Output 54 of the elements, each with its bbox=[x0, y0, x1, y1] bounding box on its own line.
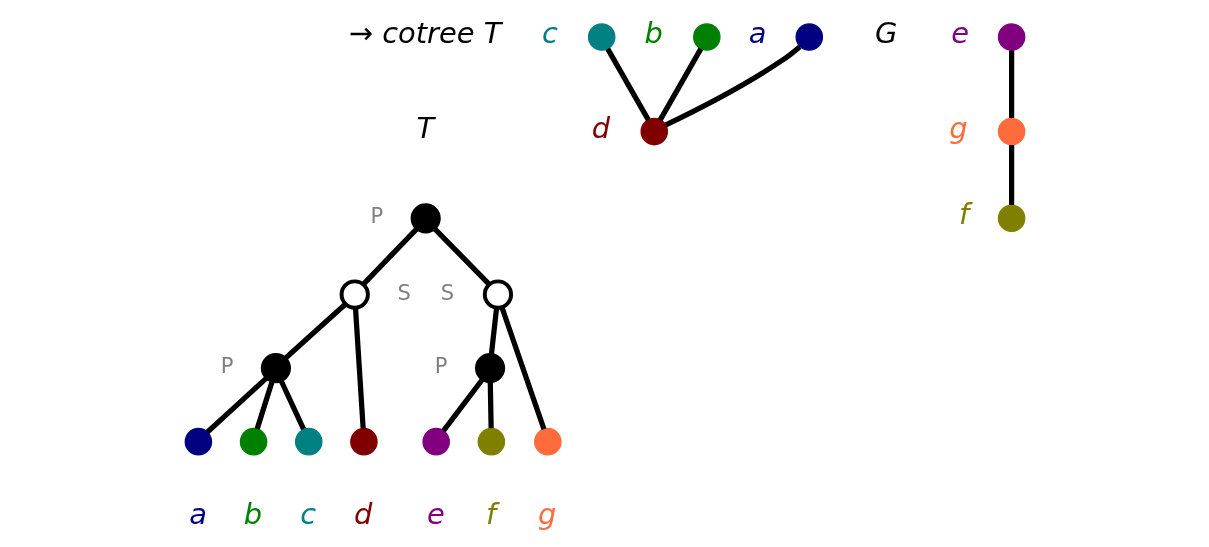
node-label: S bbox=[396, 279, 411, 305]
node-label: P bbox=[220, 353, 233, 379]
node-circle bbox=[997, 117, 1025, 146]
node-circle bbox=[239, 427, 267, 456]
node-circle bbox=[639, 117, 668, 146]
node-label: a bbox=[188, 496, 207, 531]
node-circle bbox=[692, 23, 721, 51]
node-circle bbox=[184, 427, 212, 456]
connector bbox=[282, 302, 347, 361]
node-circle bbox=[587, 23, 615, 51]
node-circle bbox=[533, 427, 562, 456]
node-circle bbox=[482, 279, 513, 310]
node-label: P bbox=[434, 353, 448, 379]
connector bbox=[488, 307, 499, 355]
connector bbox=[664, 44, 802, 128]
node-circle bbox=[410, 203, 441, 234]
node-label: b bbox=[643, 16, 663, 51]
node-label: e bbox=[950, 16, 969, 51]
node-label: S bbox=[440, 279, 454, 305]
connector bbox=[254, 380, 275, 430]
connector bbox=[205, 376, 268, 434]
node-circle bbox=[339, 279, 370, 310]
node-circle bbox=[795, 23, 823, 51]
node-label: d bbox=[591, 110, 610, 145]
node-circle bbox=[477, 427, 505, 456]
node-circle bbox=[997, 204, 1025, 233]
connector bbox=[432, 226, 491, 286]
connector bbox=[657, 47, 703, 122]
node-circle bbox=[421, 427, 450, 456]
connector bbox=[1008, 145, 1014, 205]
connector bbox=[487, 381, 494, 429]
label: G bbox=[874, 16, 897, 51]
connector bbox=[1008, 50, 1014, 118]
node-label: g bbox=[537, 496, 556, 531]
node-label: a bbox=[748, 16, 767, 51]
node-circle bbox=[349, 427, 378, 456]
node-circle bbox=[997, 23, 1025, 51]
connector bbox=[604, 47, 651, 122]
node-label: d bbox=[353, 496, 372, 531]
node-label: e bbox=[426, 496, 445, 531]
node-label: g bbox=[948, 110, 968, 145]
node-circle bbox=[474, 352, 505, 384]
connector bbox=[352, 307, 366, 429]
connector bbox=[361, 226, 419, 286]
node-circle bbox=[294, 427, 323, 456]
node-label: c bbox=[299, 496, 316, 531]
node-label: b bbox=[243, 496, 262, 531]
node-label: P bbox=[369, 203, 383, 229]
node-circle bbox=[260, 352, 291, 384]
connector bbox=[441, 377, 485, 433]
connector bbox=[278, 379, 306, 431]
label: T bbox=[415, 110, 434, 145]
connector bbox=[498, 306, 546, 430]
node-label: c bbox=[541, 16, 558, 51]
